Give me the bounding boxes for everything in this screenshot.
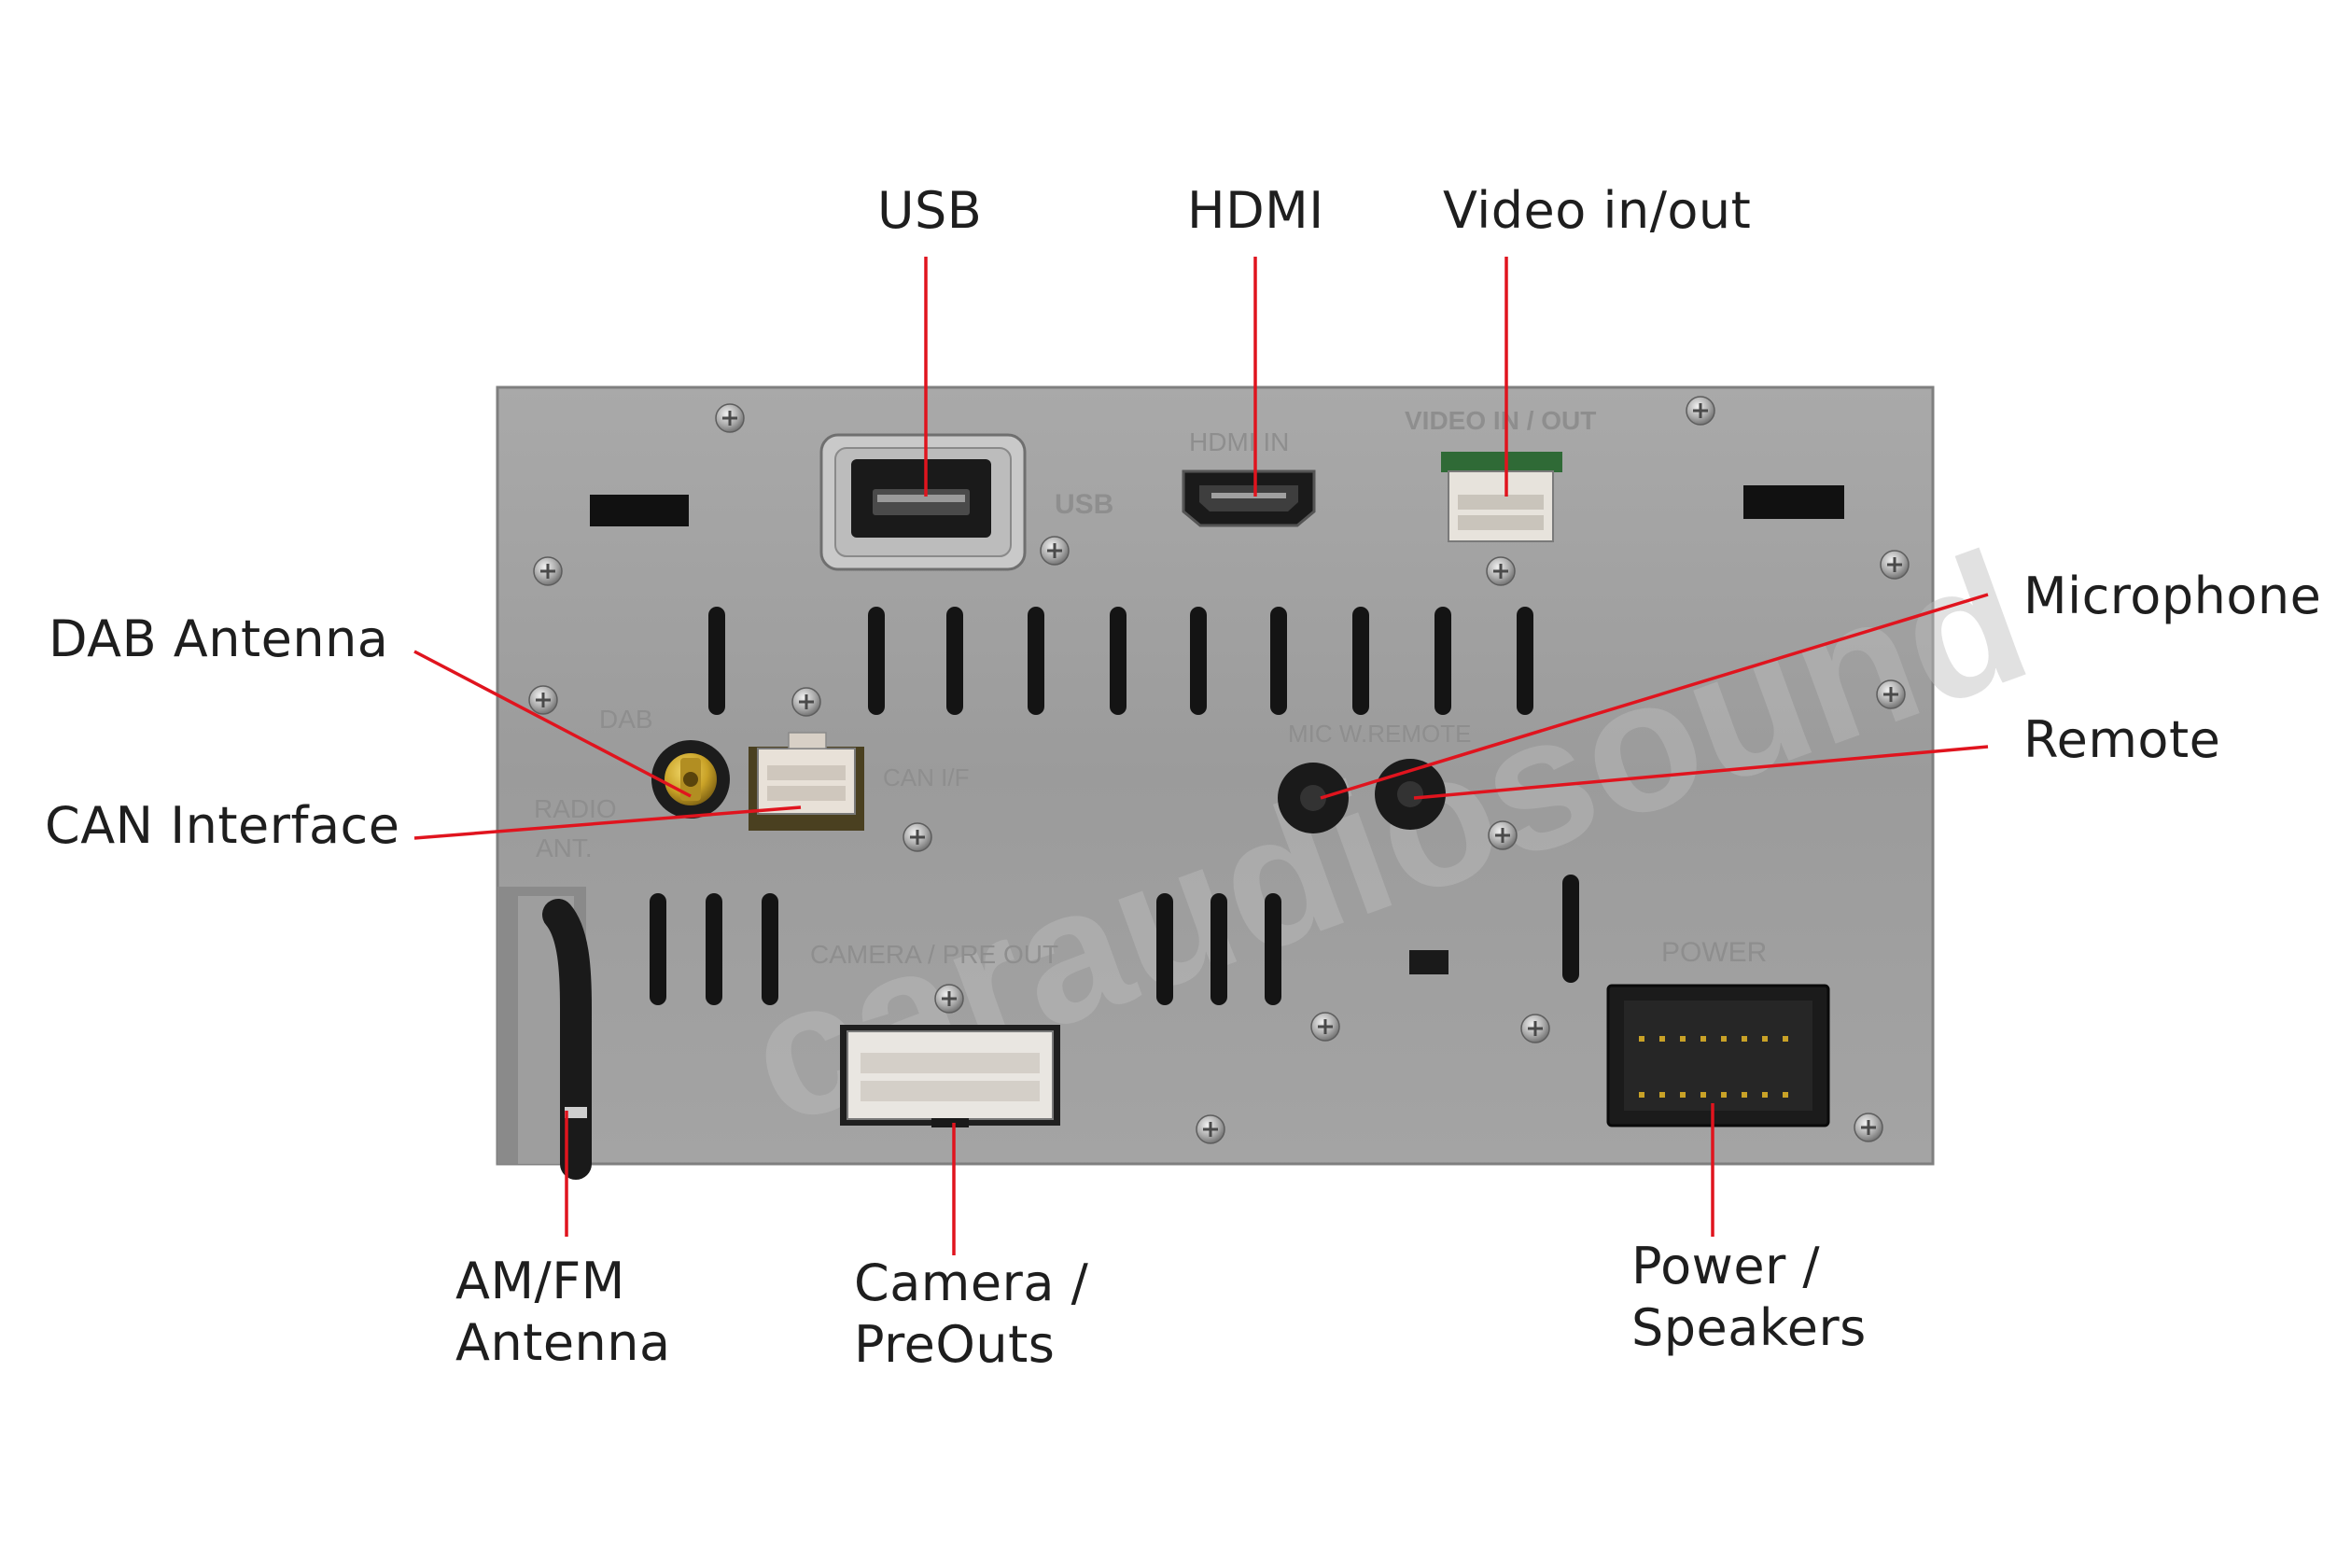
- power-pin: [1742, 1036, 1747, 1042]
- panel-label-video: VIDEO IN / OUT: [1405, 406, 1596, 435]
- power-pin: [1721, 1036, 1727, 1042]
- label-power-line1: Power /: [1631, 1237, 1821, 1295]
- panel-label-power: POWER: [1661, 937, 1767, 968]
- label-dab-antenna: DAB Antenna: [49, 609, 389, 668]
- can-port: [749, 732, 864, 831]
- dab-connector: [651, 740, 730, 819]
- leader-line-remote: [1413, 745, 1989, 800]
- power-pin: [1721, 1092, 1727, 1098]
- power-pin: [1783, 1036, 1788, 1042]
- power-pin: [1639, 1092, 1644, 1098]
- label-power-speakers: Power / Speakers: [1631, 1236, 1867, 1359]
- label-microphone: Microphone: [2023, 567, 2322, 625]
- label-camera-preouts: Camera / PreOuts: [854, 1253, 1088, 1376]
- power-pin: [1742, 1092, 1747, 1098]
- panel-label-mic-remote: MIC W.REMOTE: [1288, 720, 1471, 748]
- panel-label-dab: DAB: [599, 705, 653, 734]
- panel-label-usb: USB: [1055, 489, 1113, 520]
- panel-label-radio: RADIO: [534, 794, 617, 823]
- label-amfm-antenna: AM/FM Antenna: [455, 1251, 671, 1374]
- label-video-in-out: Video in/out: [1443, 181, 1752, 240]
- leader-lines: [413, 257, 1989, 1255]
- mount-slot-right: [1743, 485, 1844, 519]
- power-pin: [1659, 1036, 1665, 1042]
- power-pin: [1659, 1092, 1665, 1098]
- label-remote: Remote: [2023, 710, 2221, 769]
- panel-switch: [1409, 950, 1448, 974]
- panel-label-hdmi-in: HDMI IN: [1189, 427, 1289, 456]
- usb-port: [819, 433, 1027, 571]
- power-pin: [1762, 1092, 1768, 1098]
- panel-label-camera-pre-out: CAMERA / PRE OUT: [810, 940, 1058, 969]
- label-power-line2: Speakers: [1631, 1298, 1867, 1357]
- label-amfm-line1: AM/FM: [455, 1252, 625, 1310]
- label-usb: USB: [877, 181, 983, 240]
- camera-preout-port: [840, 1025, 1060, 1127]
- panel-label-ant: ANT.: [536, 833, 593, 862]
- label-hdmi: HDMI: [1187, 181, 1324, 240]
- amfm-cable: [542, 899, 592, 1180]
- power-pin: [1680, 1036, 1686, 1042]
- power-pin: [1783, 1092, 1788, 1098]
- hdmi-port: [1182, 469, 1316, 527]
- power-pin: [1700, 1036, 1706, 1042]
- leader-line-dab: [413, 650, 692, 798]
- power-pin: [1762, 1036, 1768, 1042]
- power-pin: [1700, 1092, 1706, 1098]
- label-camera-line2: PreOuts: [854, 1315, 1056, 1374]
- panel-label-can-if: CAN I/F: [883, 763, 969, 791]
- mount-slot-left: [590, 495, 689, 526]
- power-pin: [1639, 1036, 1644, 1042]
- label-can-interface: CAN Interface: [45, 796, 400, 855]
- leader-line-can: [413, 805, 802, 840]
- label-amfm-line2: Antenna: [455, 1313, 671, 1372]
- power-pin: [1680, 1092, 1686, 1098]
- leader-line-microphone: [1320, 593, 1989, 800]
- power-speakers-port: [1606, 984, 1830, 1127]
- video-port: [1441, 452, 1562, 542]
- label-camera-line1: Camera /: [854, 1253, 1089, 1312]
